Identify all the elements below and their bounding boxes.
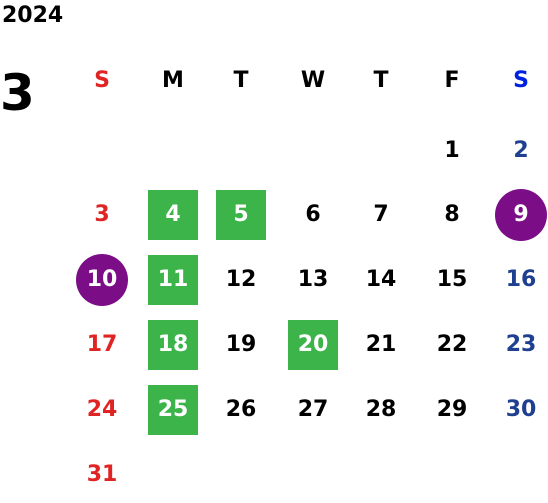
calendar-day-label: 12 — [225, 267, 257, 292]
calendar-day[interactable]: 27 — [287, 384, 339, 436]
calendar-day[interactable]: 18 — [147, 319, 199, 371]
weekday-header: M — [162, 68, 184, 93]
calendar-day-label: 31 — [86, 462, 118, 487]
month-number: 3 — [0, 64, 35, 122]
calendar-day-label: 2 — [513, 138, 529, 163]
calendar-day[interactable]: 16 — [495, 254, 547, 306]
calendar-day-label: 11 — [157, 267, 189, 292]
weekday-header: S — [94, 68, 110, 93]
calendar-day-label: 10 — [86, 267, 118, 292]
calendar-day-label: 22 — [436, 332, 468, 357]
calendar-day-label: 21 — [365, 332, 397, 357]
weekday-header: T — [373, 68, 389, 93]
weekday-header: T — [233, 68, 249, 93]
calendar-day[interactable]: 22 — [426, 319, 478, 371]
calendar-day[interactable]: 29 — [426, 384, 478, 436]
calendar-day-label: 26 — [225, 397, 257, 422]
calendar-day[interactable]: 12 — [215, 254, 267, 306]
calendar-day-label: 24 — [86, 397, 118, 422]
calendar-day[interactable]: 3 — [76, 189, 128, 241]
calendar-day[interactable]: 9 — [495, 189, 547, 241]
calendar-day-label: 3 — [94, 202, 110, 227]
calendar-day[interactable]: 17 — [76, 319, 128, 371]
calendar-day-label: 4 — [165, 202, 181, 227]
calendar-day-label: 14 — [365, 267, 397, 292]
calendar-day[interactable]: 1 — [426, 125, 478, 177]
calendar-day[interactable]: 28 — [355, 384, 407, 436]
calendar-day[interactable]: 30 — [495, 384, 547, 436]
calendar-day[interactable]: 5 — [215, 189, 267, 241]
calendar-day-label: 18 — [157, 332, 189, 357]
calendar-day[interactable]: 20 — [287, 319, 339, 371]
calendar-day-label: 29 — [436, 397, 468, 422]
calendar-day[interactable]: 25 — [147, 384, 199, 436]
calendar-day[interactable]: 10 — [76, 254, 128, 306]
weekday-header: S — [513, 68, 529, 93]
calendar-day-label: 7 — [373, 202, 389, 227]
calendar-day-label: 19 — [225, 332, 257, 357]
calendar-day[interactable]: 13 — [287, 254, 339, 306]
calendar-day-label: 17 — [86, 332, 118, 357]
calendar-day[interactable]: 8 — [426, 189, 478, 241]
calendar-day[interactable]: 6 — [287, 189, 339, 241]
weekday-header: F — [444, 68, 460, 93]
calendar-day-label: 15 — [436, 267, 468, 292]
calendar-day[interactable]: 4 — [147, 189, 199, 241]
weekday-header: W — [300, 68, 326, 93]
calendar-day-label: 13 — [297, 267, 329, 292]
calendar-day[interactable]: 21 — [355, 319, 407, 371]
year-label: 2024 — [2, 3, 64, 28]
calendar-day-label: 28 — [365, 397, 397, 422]
calendar-day[interactable]: 11 — [147, 254, 199, 306]
calendar-day[interactable]: 23 — [495, 319, 547, 371]
calendar-day-label: 8 — [444, 202, 460, 227]
calendar-day[interactable]: 19 — [215, 319, 267, 371]
calendar-day-label: 25 — [157, 397, 189, 422]
calendar-day-label: 27 — [297, 397, 329, 422]
calendar-day[interactable]: 15 — [426, 254, 478, 306]
calendar-day[interactable]: 24 — [76, 384, 128, 436]
calendar-day-label: 20 — [297, 332, 329, 357]
calendar-day-label: 30 — [505, 397, 537, 422]
calendar-day-label: 23 — [505, 332, 537, 357]
calendar-day[interactable]: 7 — [355, 189, 407, 241]
calendar-day-label: 1 — [444, 138, 460, 163]
calendar-day-label: 6 — [305, 202, 321, 227]
calendar-day[interactable]: 14 — [355, 254, 407, 306]
calendar-day[interactable]: 26 — [215, 384, 267, 436]
calendar-day-label: 16 — [505, 267, 537, 292]
calendar-day-label: 9 — [513, 202, 529, 227]
calendar-day[interactable]: 2 — [495, 125, 547, 177]
calendar-day[interactable]: 31 — [76, 449, 128, 501]
calendar-day-label: 5 — [233, 202, 249, 227]
